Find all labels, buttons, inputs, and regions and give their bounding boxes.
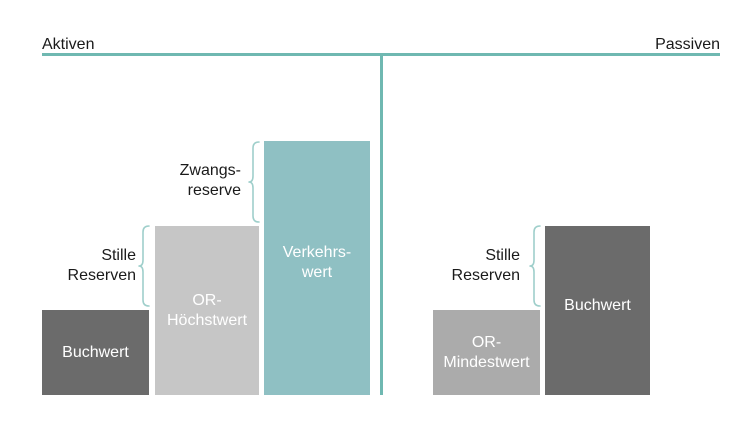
passiven-stille-reserven-brace-icon bbox=[529, 225, 541, 307]
zwangsreserve-line2: reserve bbox=[187, 182, 241, 199]
aktiven-buchwert-box: Buchwert bbox=[42, 310, 149, 395]
aktiven-stille-reserven-note: Stille Reserven bbox=[68, 246, 136, 286]
zwangsreserve-brace-icon bbox=[248, 141, 260, 223]
passiven-buchwert-box: Buchwert bbox=[545, 226, 650, 395]
or-hoechstwert-line2: Höchstwert bbox=[166, 311, 248, 329]
zwangsreserve-note: Zwangs- reserve bbox=[180, 161, 241, 201]
passiven-stille-reserven-note: Stille Reserven bbox=[452, 246, 520, 286]
aktiven-stille-reserven-line2: Reserven bbox=[67, 267, 136, 284]
passiven-label: Passiven bbox=[655, 36, 720, 53]
zwangsreserve-line1: Zwangs- bbox=[179, 162, 241, 179]
or-hoechstwert-box: OR- Höchstwert bbox=[155, 226, 259, 395]
passiven-stille-reserven-line1: Stille bbox=[485, 247, 520, 264]
aktiven-buchwert-label: Buchwert bbox=[62, 343, 129, 361]
balance-top-line bbox=[42, 53, 720, 56]
verkehrswert-box: Verkehrs- wert bbox=[264, 141, 370, 395]
passiven-stille-reserven-line2: Reserven bbox=[451, 267, 520, 284]
balance-center-line bbox=[380, 56, 383, 395]
or-mindestwert-line1: OR- bbox=[471, 333, 502, 351]
aktiven-stille-reserven-line1: Stille bbox=[101, 247, 136, 264]
passiven-buchwert-label: Buchwert bbox=[564, 297, 631, 314]
aktiven-label: Aktiven bbox=[42, 36, 95, 53]
or-mindestwert-line2: Mindestwert bbox=[443, 353, 530, 371]
or-hoechstwert-line1: OR- bbox=[192, 291, 222, 309]
aktiven-stille-reserven-brace-icon bbox=[138, 225, 150, 307]
verkehrswert-line1: Verkehrs- bbox=[282, 244, 352, 261]
or-mindestwert-box: OR- Mindestwert bbox=[433, 310, 540, 395]
verkehrswert-line2: wert bbox=[301, 264, 333, 281]
